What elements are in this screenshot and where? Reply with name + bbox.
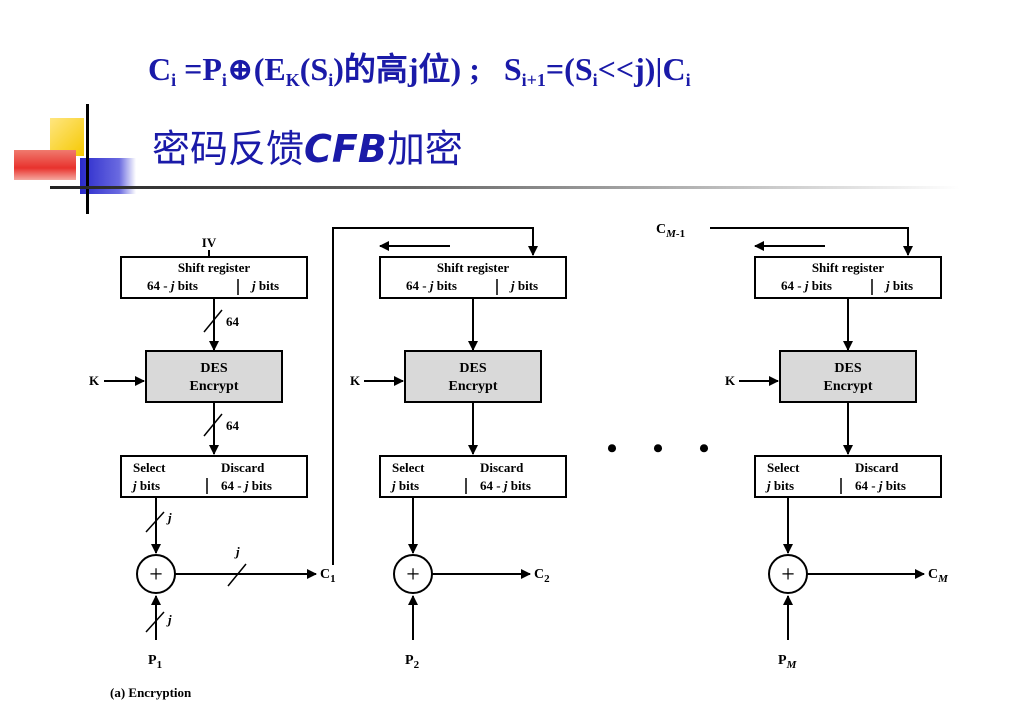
title-bold: CFB bbox=[304, 127, 387, 171]
title-prefix: 密码反馈 bbox=[152, 127, 305, 171]
encrypt-label: Encrypt bbox=[449, 379, 498, 394]
key-label: K bbox=[350, 373, 361, 388]
des-label: DES bbox=[459, 361, 486, 376]
cm-label: CM bbox=[928, 567, 949, 585]
select-bits-text: j bits bbox=[131, 478, 160, 493]
shift-register-box bbox=[120, 256, 308, 299]
des-encrypt-box bbox=[404, 350, 542, 403]
stage-m: CM-1 Shift register 64 - j bits j bits D… bbox=[656, 222, 949, 671]
sr-right-text: j bits bbox=[884, 278, 913, 293]
des-label: DES bbox=[200, 361, 227, 376]
deco-red-square bbox=[14, 150, 76, 180]
page-title: 密码反馈CFB加密 bbox=[152, 118, 463, 173]
shift-register-label: Shift register bbox=[437, 260, 510, 275]
select-discard-box bbox=[754, 455, 942, 498]
diagram-caption: (a) Encryption bbox=[110, 685, 192, 700]
width-slash bbox=[203, 309, 223, 333]
stage-2: Shift register 64 - j bits j bits DES En… bbox=[350, 241, 567, 671]
shift-register-label: Shift register bbox=[178, 260, 251, 275]
sr-left-text: 64 - j bits bbox=[406, 278, 457, 293]
discard-bits-text: 64 - j bits bbox=[221, 478, 272, 493]
discard-label: Discard bbox=[221, 460, 265, 475]
select-discard-box bbox=[120, 455, 308, 498]
select-discard-box bbox=[379, 455, 567, 498]
width-64-label: 64 bbox=[226, 418, 240, 433]
p2-label: P2 bbox=[405, 653, 420, 671]
c1-label: C1 bbox=[320, 567, 336, 585]
width-64-label: 64 bbox=[226, 314, 240, 329]
encrypt-label: Encrypt bbox=[190, 379, 239, 394]
xor-symbol: + bbox=[149, 562, 163, 588]
des-encrypt-box bbox=[779, 350, 917, 403]
encrypt-label: Encrypt bbox=[824, 379, 873, 394]
iv-label: IV bbox=[202, 235, 217, 250]
sr-right-text: j bits bbox=[250, 278, 279, 293]
deco-yellow-square bbox=[50, 118, 84, 156]
discard-label: Discard bbox=[480, 460, 524, 475]
sr-right-text: j bits bbox=[509, 278, 538, 293]
width-j-label: j bbox=[234, 544, 240, 559]
width-j-label: j bbox=[166, 510, 172, 525]
discard-bits-text: 64 - j bits bbox=[480, 478, 531, 493]
xor-symbol: + bbox=[781, 562, 795, 588]
xor-symbol: + bbox=[406, 562, 420, 588]
stage-1: IV Shift register 64 - j bits j bits 64 … bbox=[89, 227, 538, 671]
pm-label: PM bbox=[778, 653, 798, 671]
width-j-label: j bbox=[166, 612, 172, 627]
ellipsis: • • • bbox=[607, 432, 724, 465]
key-label: K bbox=[89, 373, 100, 388]
c2-label: C2 bbox=[534, 567, 550, 585]
cm1-label: CM-1 bbox=[656, 222, 685, 240]
deco-vertical-line bbox=[86, 104, 89, 214]
des-encrypt-box bbox=[145, 350, 283, 403]
sr-left-text: 64 - j bits bbox=[147, 278, 198, 293]
feedback-line bbox=[332, 227, 538, 565]
title-suffix: 加密 bbox=[386, 127, 463, 171]
shift-register-label: Shift register bbox=[812, 260, 885, 275]
des-label: DES bbox=[834, 361, 861, 376]
select-label: Select bbox=[767, 460, 800, 475]
select-bits-text: j bits bbox=[390, 478, 419, 493]
title-underline bbox=[50, 186, 960, 189]
sr-left-text: 64 - j bits bbox=[781, 278, 832, 293]
select-label: Select bbox=[133, 460, 166, 475]
select-bits-text: j bits bbox=[765, 478, 794, 493]
discard-bits-text: 64 - j bits bbox=[855, 478, 906, 493]
discard-label: Discard bbox=[855, 460, 899, 475]
cfb-formula: Ci =Pi⊕(EK(Si)的高j位) ; Si+1=(Si<<j)|Ci bbox=[148, 51, 691, 90]
key-label: K bbox=[725, 373, 736, 388]
p1-label: P1 bbox=[148, 653, 162, 671]
select-label: Select bbox=[392, 460, 425, 475]
